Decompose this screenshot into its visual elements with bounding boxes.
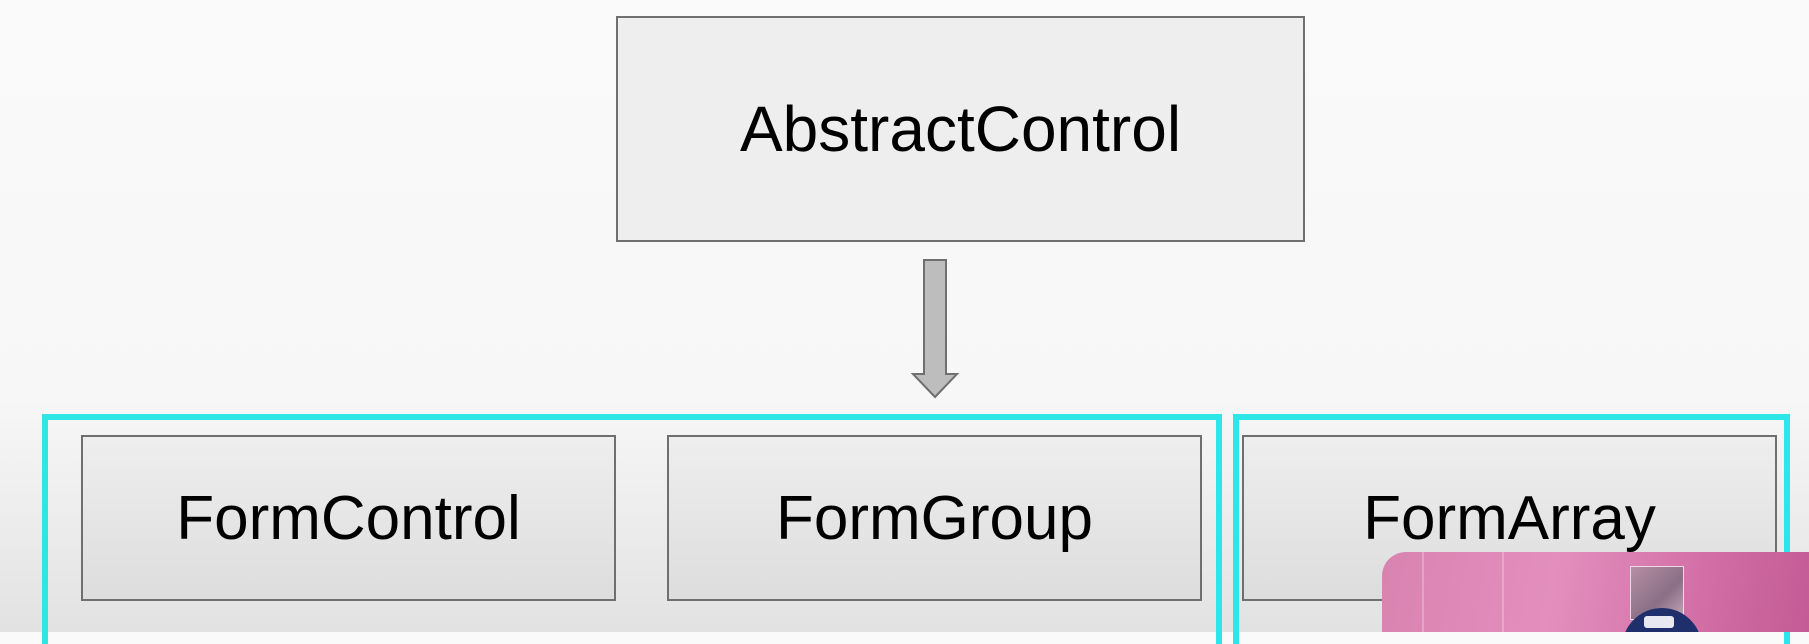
highlight-group-control-and-group: [42, 414, 1222, 644]
cap-logo: [1644, 616, 1674, 628]
arrow-down-icon: [910, 259, 960, 399]
form-group-box: FormGroup: [667, 435, 1202, 601]
wall-panel-line: [1502, 552, 1504, 632]
wall-panel-line: [1422, 552, 1424, 632]
form-array-label: FormArray: [1363, 483, 1656, 553]
form-group-label: FormGroup: [776, 483, 1093, 553]
form-control-label: FormControl: [176, 483, 521, 553]
highlight-group-array: [1233, 414, 1790, 644]
abstract-control-box: AbstractControl: [616, 16, 1305, 242]
webcam-overlay: [1382, 552, 1809, 632]
form-control-box: FormControl: [81, 435, 616, 601]
abstract-control-label: AbstractControl: [739, 93, 1182, 165]
